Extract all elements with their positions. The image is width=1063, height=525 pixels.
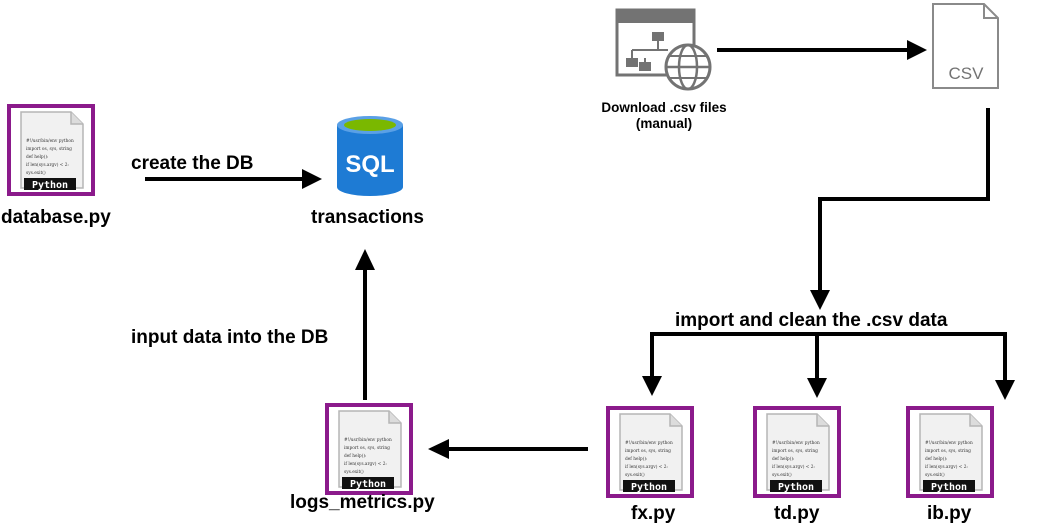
code-line: sys.exit() [772,473,792,478]
python-script-icon: #!/usr/bin/env python import os, sys, str… [20,111,84,191]
code-line: if len(sys.argv) < 2: [344,462,387,467]
fx-py-label: fx.py [631,503,676,524]
python-badge-text: Python [350,479,386,490]
arrow-download-to-csv [717,40,927,60]
code-line: #!/usr/bin/env python [344,438,392,443]
page-fold [816,414,829,427]
python-badge [342,477,394,489]
python-script-icon: #!/usr/bin/env python import os, sys, str… [619,413,683,493]
python-badge-text: Python [778,482,814,493]
code-line: def help(): [925,457,948,462]
sql-icon-text: SQL [345,151,394,178]
code-line: if len(sys.argv) < 2: [772,465,815,470]
td-py-label: td.py [774,503,820,524]
csv-icon-text: CSV [949,64,985,83]
code-line: sys.exit() [26,171,46,176]
code-line: def help(): [625,457,648,462]
python-script-icon: #!/usr/bin/env python import os, sys, str… [919,413,983,493]
python-badge [770,480,822,492]
code-line: import os, sys, string [772,449,818,454]
td-py-file-icon: #!/usr/bin/env python import os, sys, str… [753,406,841,498]
database-py-label: database.py [1,207,111,228]
code-line: import os, sys, string [344,446,390,451]
create-db-label: create the DB [131,153,254,174]
logs-metrics-py-label: logs_metrics.py [290,492,435,513]
page-shape [766,413,830,491]
code-line: def help(): [772,457,795,462]
code-line: sys.exit() [625,473,645,478]
arrow-fx-to-logs [428,439,588,459]
arrow-create-db [145,169,322,189]
python-badge [623,480,675,492]
python-script-icon: #!/usr/bin/env python import os, sys, str… [766,413,830,493]
sql-database-icon: SQL [337,116,403,196]
code-line: if len(sys.argv) < 2: [925,465,968,470]
input-data-label: input data into the DB [131,327,329,348]
page-fold [969,414,982,427]
arrow-input-data [355,249,375,400]
page-fold [669,414,682,427]
code-line: import os, sys, string [625,449,671,454]
transactions-label: transactions [311,207,424,228]
page-shape [919,413,983,491]
code-line: if len(sys.argv) < 2: [625,465,668,470]
page-shape [20,111,84,189]
code-line: #!/usr/bin/env python [625,441,673,446]
python-badge-text: Python [631,482,667,493]
python-badge [24,178,76,190]
arrow-csv-to-import [810,108,990,310]
fx-py-file-icon: #!/usr/bin/env python import os, sys, str… [606,406,694,498]
csv-file-icon: CSV [932,3,999,89]
python-badge-text: Python [931,482,967,493]
python-badge [923,480,975,492]
ib-py-file-icon: #!/usr/bin/env python import os, sys, str… [906,406,994,498]
python-badge-text: Python [32,180,68,191]
page-fold [70,112,83,125]
download-label-line1: Download .csv files [601,100,727,115]
code-line: import os, sys, string [26,147,72,152]
code-line: #!/usr/bin/env python [26,139,74,144]
code-line: #!/usr/bin/env python [772,441,820,446]
database-py-file-icon: #!/usr/bin/env python import os, sys, str… [7,104,95,196]
code-line: def help(): [26,155,49,160]
code-line: sys.exit() [344,470,364,475]
import-clean-label: import and clean the .csv data [675,310,948,331]
logs-metrics-py-file-icon: #!/usr/bin/env python import os, sys, str… [325,403,413,495]
python-script-icon: #!/usr/bin/env python import os, sys, str… [338,410,402,490]
page-fold [388,411,401,424]
code-line: sys.exit() [925,473,945,478]
code-line: #!/usr/bin/env python [925,441,973,446]
ib-py-label: ib.py [927,503,972,524]
code-line: if len(sys.argv) < 2: [26,163,69,168]
download-label: Download .csv files (manual) [594,100,734,132]
arrow-distribute [642,332,1015,400]
web-download-icon [615,8,712,91]
page-shape [619,413,683,491]
code-line: import os, sys, string [925,449,971,454]
code-line: def help(): [344,454,367,459]
page-shape [338,410,402,488]
download-label-line2: (manual) [635,116,693,131]
